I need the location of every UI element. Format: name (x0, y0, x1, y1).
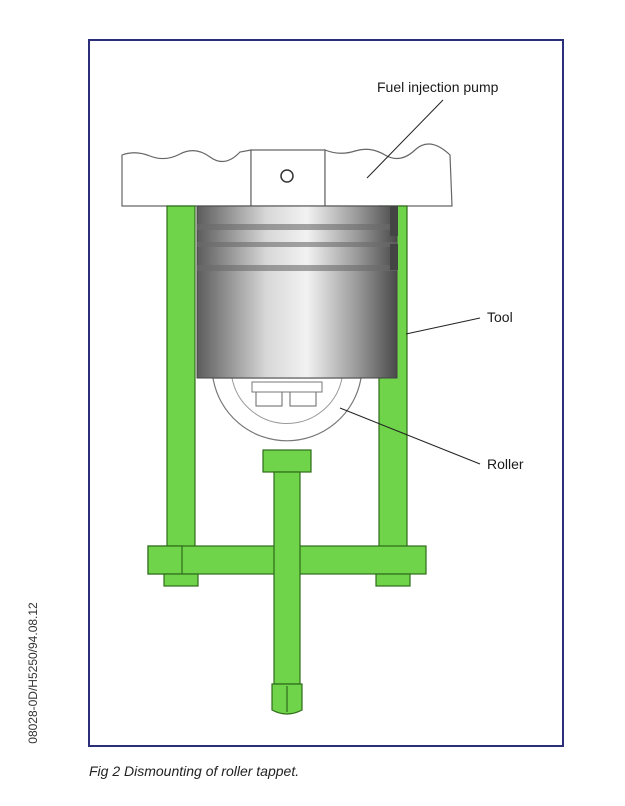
tool-spindle (262, 449, 312, 715)
tool-leader (405, 317, 481, 335)
label-tool: Tool (487, 309, 513, 325)
figure-frame (88, 39, 564, 747)
roller-tappet (196, 205, 398, 379)
bolt-hole (280, 169, 294, 183)
roller (212, 377, 362, 442)
leader-lines (339, 99, 481, 465)
label-roller: Roller (487, 456, 524, 472)
fuel-injection-pump-block (121, 143, 453, 207)
fuel-pump-leader (366, 99, 444, 179)
tool-left-bar (166, 205, 196, 549)
figure-caption: Fig 2 Dismounting of roller tappet. (89, 763, 300, 779)
label-fuel-injection-pump: Fuel injection pump (377, 79, 499, 95)
document-code: 08028-0D/H5250/94.08.12 (26, 602, 40, 744)
roller-leader (339, 407, 481, 465)
